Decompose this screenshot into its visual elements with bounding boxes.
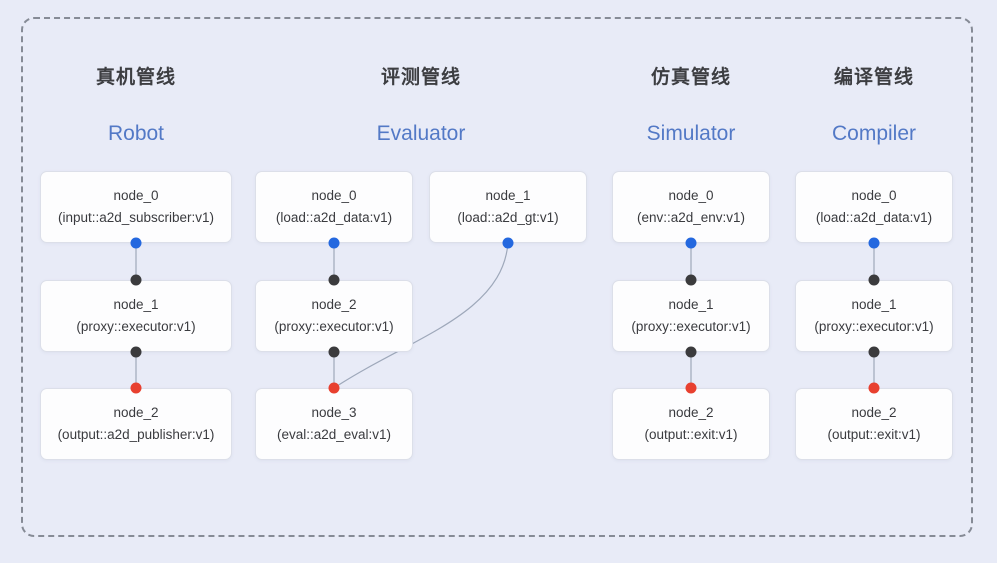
node-plugin: (output::exit:v1) <box>827 427 921 442</box>
node-name: node_3 <box>311 405 357 420</box>
port-input-icon <box>328 382 340 394</box>
port-output-icon <box>328 237 340 249</box>
node-evaluator-3: node_3 (eval::a2d_eval:v1) <box>255 388 413 460</box>
node-name: node_2 <box>851 405 897 420</box>
node-name: node_2 <box>311 297 357 312</box>
node-name: node_0 <box>851 188 897 203</box>
port-input-icon <box>130 382 142 394</box>
node-name: node_2 <box>668 405 714 420</box>
node-evaluator-0: node_0 (load::a2d_data:v1) <box>255 171 413 243</box>
node-plugin: (input::a2d_subscriber:v1) <box>57 210 215 225</box>
node-plugin: (proxy::executor:v1) <box>814 319 934 334</box>
column-title-en-robot: Robot <box>107 122 165 145</box>
node-plugin: (load::a2d_data:v1) <box>275 210 393 225</box>
port-output-icon <box>685 237 697 249</box>
node-plugin: (proxy::executor:v1) <box>76 319 196 334</box>
node-plugin: (eval::a2d_eval:v1) <box>276 427 392 442</box>
port-output-icon <box>502 237 514 249</box>
node-plugin: (load::a2d_gt:v1) <box>457 210 559 225</box>
port-input-icon <box>868 274 880 286</box>
node-name: node_0 <box>668 188 714 203</box>
node-name: node_1 <box>113 297 159 312</box>
port-input-icon <box>130 274 142 286</box>
node-simulator-2: node_2 (output::exit:v1) <box>612 388 770 460</box>
port-output-icon <box>130 237 142 249</box>
node-robot-2: node_2 (output::a2d_publisher:v1) <box>40 388 232 460</box>
node-name: node_0 <box>311 188 357 203</box>
node-plugin: (output::exit:v1) <box>644 427 738 442</box>
node-evaluator-2: node_2 (proxy::executor:v1) <box>255 280 413 352</box>
port-output-icon <box>130 346 142 358</box>
node-simulator-0: node_0 (env::a2d_env:v1) <box>612 171 770 243</box>
node-simulator-1: node_1 (proxy::executor:v1) <box>612 280 770 352</box>
column-title-zh-compiler: 编译管线 <box>833 67 914 88</box>
node-evaluator-1: node_1 (load::a2d_gt:v1) <box>429 171 587 243</box>
port-input-icon <box>328 274 340 286</box>
port-input-icon <box>868 382 880 394</box>
column-title-zh-robot: 真机管线 <box>95 67 176 88</box>
node-name: node_2 <box>113 405 159 420</box>
node-plugin: (proxy::executor:v1) <box>274 319 394 334</box>
port-input-icon <box>685 274 697 286</box>
port-output-icon <box>685 346 697 358</box>
port-output-icon <box>868 346 880 358</box>
column-title-en-compiler: Compiler <box>831 122 917 145</box>
node-compiler-2: node_2 (output::exit:v1) <box>795 388 953 460</box>
node-name: node_1 <box>668 297 714 312</box>
column-title-zh-evaluator: 评测管线 <box>380 67 461 88</box>
port-output-icon <box>328 346 340 358</box>
node-compiler-0: node_0 (load::a2d_data:v1) <box>795 171 953 243</box>
node-plugin: (output::a2d_publisher:v1) <box>57 427 215 442</box>
node-robot-0: node_0 (input::a2d_subscriber:v1) <box>40 171 232 243</box>
node-robot-1: node_1 (proxy::executor:v1) <box>40 280 232 352</box>
column-title-en-evaluator: Evaluator <box>376 122 466 145</box>
node-compiler-1: node_1 (proxy::executor:v1) <box>795 280 953 352</box>
node-name: node_0 <box>113 188 159 203</box>
edge-eval-n1-n3-curve <box>333 242 509 389</box>
node-name: node_1 <box>851 297 897 312</box>
port-output-icon <box>868 237 880 249</box>
node-plugin: (proxy::executor:v1) <box>631 319 751 334</box>
node-name: node_1 <box>485 188 531 203</box>
port-input-icon <box>685 382 697 394</box>
column-title-en-simulator: Simulator <box>646 122 736 145</box>
column-title-zh-simulator: 仿真管线 <box>650 67 731 88</box>
node-plugin: (load::a2d_data:v1) <box>815 210 933 225</box>
node-plugin: (env::a2d_env:v1) <box>636 210 746 225</box>
